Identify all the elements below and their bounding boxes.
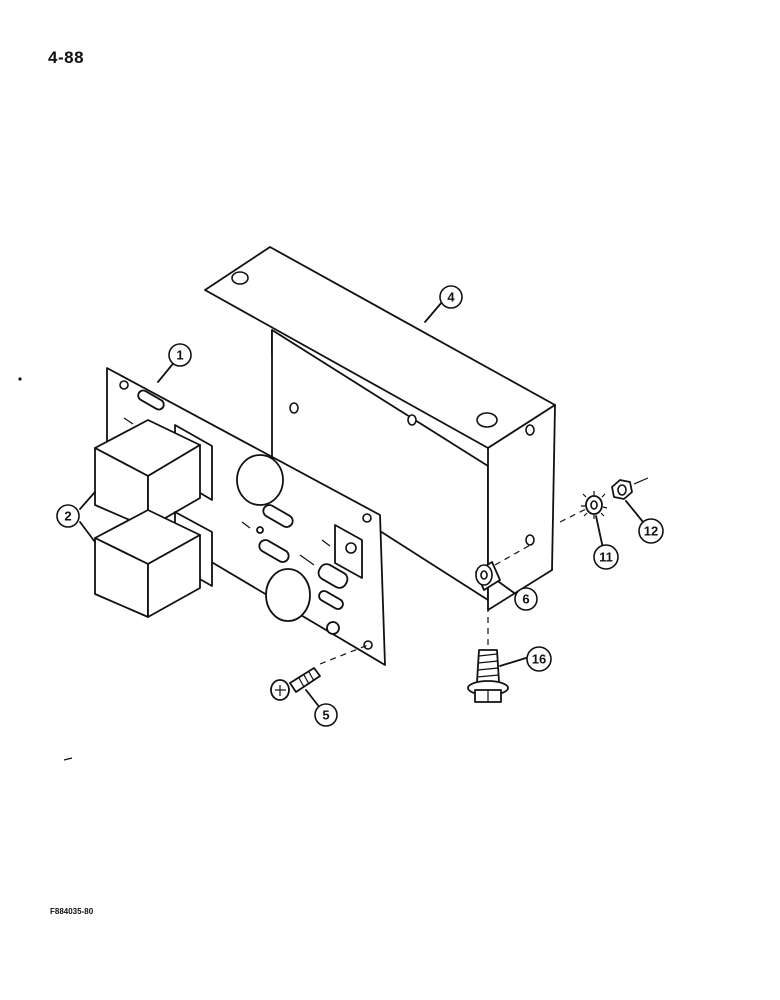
scan-mark bbox=[63, 757, 73, 761]
spacer bbox=[475, 543, 533, 591]
flange-bolt bbox=[467, 595, 509, 703]
hex-nut bbox=[611, 477, 649, 500]
mounting-bracket bbox=[204, 246, 556, 611]
relay-lower bbox=[94, 509, 213, 618]
callout-4: 4 bbox=[439, 285, 463, 309]
svg-text:2: 2 bbox=[64, 509, 71, 524]
svg-text:6: 6 bbox=[522, 592, 529, 607]
leader-lines bbox=[79, 301, 644, 714]
callout-11: 11 bbox=[593, 544, 619, 570]
page-number: 4-88 bbox=[48, 48, 85, 67]
callout-2: 2 bbox=[56, 504, 80, 528]
callout-5: 5 bbox=[314, 703, 338, 727]
scan-dot bbox=[18, 377, 22, 381]
lock-washer bbox=[559, 491, 608, 523]
figure-code: F884035-80 bbox=[50, 907, 94, 916]
callout-16: 16 bbox=[526, 646, 552, 672]
relay-upper bbox=[94, 419, 213, 529]
callout-6: 6 bbox=[514, 587, 538, 611]
svg-text:11: 11 bbox=[599, 550, 613, 565]
svg-text:4: 4 bbox=[447, 290, 455, 305]
svg-text:16: 16 bbox=[532, 652, 546, 667]
svg-text:5: 5 bbox=[322, 708, 329, 723]
svg-text:1: 1 bbox=[176, 348, 183, 363]
screw bbox=[270, 644, 369, 701]
svg-text:12: 12 bbox=[644, 524, 658, 539]
callout-12: 12 bbox=[638, 518, 664, 544]
callout-1: 1 bbox=[168, 343, 192, 367]
